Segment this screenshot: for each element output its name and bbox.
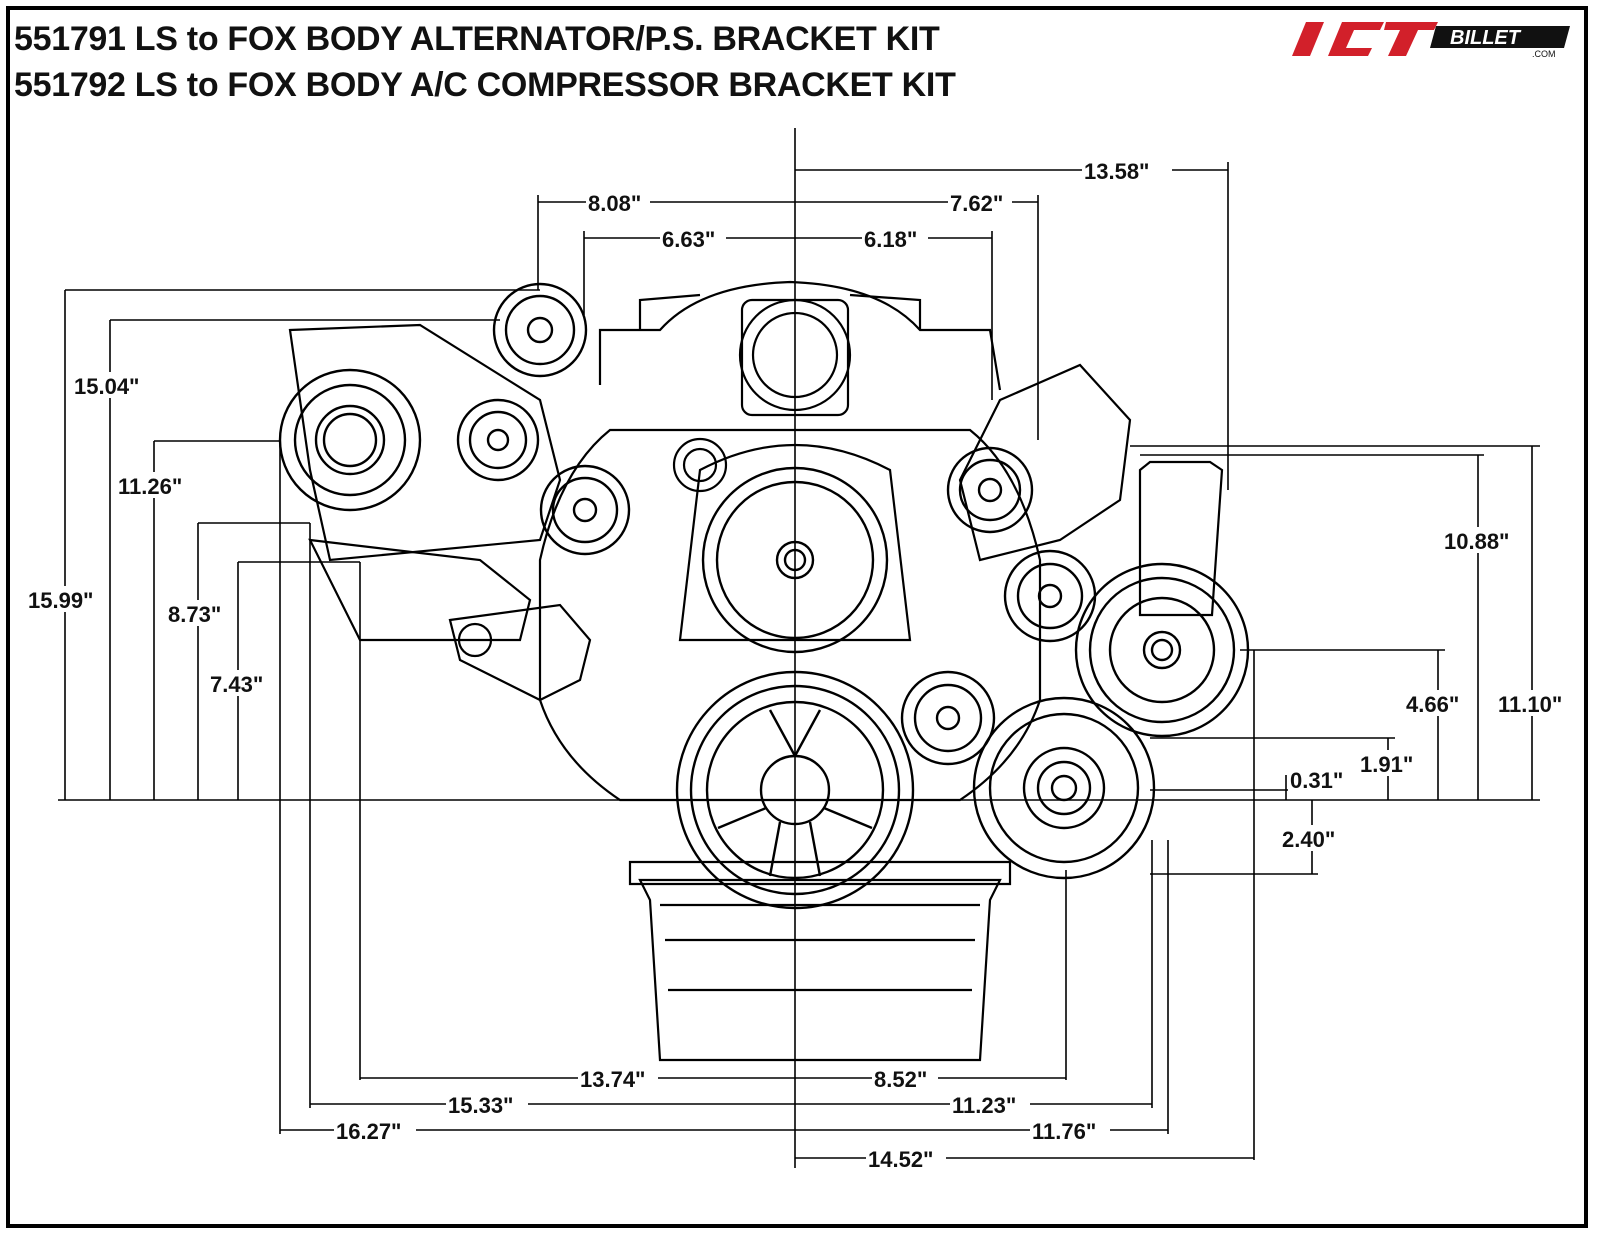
dim-11-76: 11.76" [1032,1119,1096,1144]
dim-4-66: 4.66" [1406,692,1459,717]
logo-billet-bar [1430,26,1570,48]
dim-13-58: 13.58" [1084,159,1149,184]
dim-16-27: 16.27" [336,1119,401,1144]
dim-6-63: 6.63" [662,227,715,252]
lower-idler-pulley-right [900,670,996,766]
idler-pulley-left-lower [539,464,631,556]
drawing-frame [6,6,1588,1228]
engine-outline [288,280,1224,1062]
tensioner-pulley-left [456,398,540,482]
title-line-1: 551791 LS to FOX BODY ALTERNATOR/P.S. BR… [14,20,940,58]
tensioner-pulley-right [1003,549,1097,643]
dim-15-33: 15.33" [448,1093,513,1118]
dim-14-52: 14.52" [868,1147,933,1172]
dim-11-26: 11.26" [118,474,182,499]
ict-billet-logo: BILLET .COM [1292,22,1570,59]
dim-2-40: 2.40" [1282,827,1335,852]
title-line-2: 551792 LS to FOX BODY A/C COMPRESSOR BRA… [14,66,956,104]
alternator [972,696,1156,880]
dim-8-73: 8.73" [168,602,221,627]
dim-15-04: 15.04" [74,374,139,399]
dim-11-10: 11.10" [1498,692,1562,717]
dim-8-52: 8.52" [874,1067,927,1092]
dim-15-99: 15.99" [28,588,93,613]
power-steering-pulley [278,368,422,512]
upper-idler-pulley-left [492,282,588,378]
dim-8-08: 8.08" [588,191,641,216]
dim-7-43: 7.43" [210,672,263,697]
dim-11-23: 11.23" [952,1093,1016,1118]
dimension-lines [58,128,1540,1168]
dim-6-18: 6.18" [864,227,917,252]
dim-1-91: 1.91" [1360,752,1413,777]
logo-billet-text: BILLET [1450,27,1522,49]
pulleys [278,282,1250,910]
dim-13-74: 13.74" [580,1067,645,1092]
dim-7-62: 7.62" [950,191,1003,216]
dim-10-88: 10.88" [1444,529,1509,554]
logo-com-text: .COM [1532,49,1556,59]
upper-idler-pulley-right [946,446,1034,534]
dimension-labels: 13.58" 8.08" 7.62" 6.63" 6.18" 15.04" 11… [26,157,1576,1172]
dim-0-31: 0.31" [1290,768,1343,793]
logo-ict-mark [1292,22,1438,56]
ac-compressor-pulley [1074,562,1250,738]
